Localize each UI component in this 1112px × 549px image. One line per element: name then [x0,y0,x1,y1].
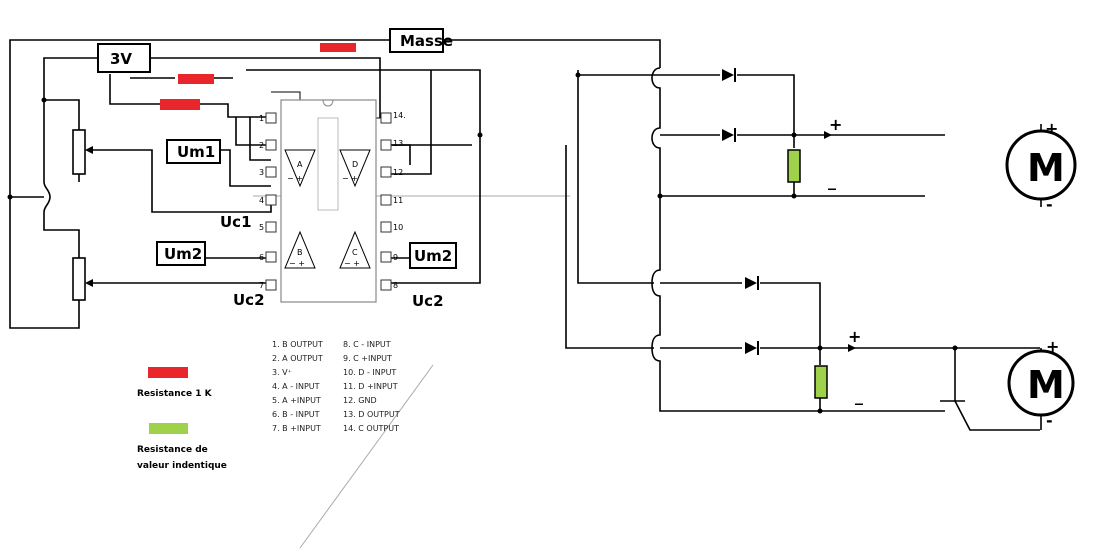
svg-text:+: + [1045,119,1058,138]
svg-text:Um2: Um2 [414,247,452,265]
svg-text:C: C [352,248,358,257]
resistor-1k-top [320,43,356,52]
diode-3 [745,277,757,289]
opamp-c: C − + [339,230,371,269]
legend-swatch-equal [149,423,188,434]
pin-label: 11 [393,196,403,205]
plus-sign: + [829,115,842,134]
pin-label: 4 [259,196,264,205]
potentiometer-1 [72,129,86,175]
svg-text:− +: − + [289,259,305,268]
plus-sign: + [848,327,861,346]
um2-right-box: Um2 [409,242,457,269]
svg-text:Um2: Um2 [164,245,202,263]
minus-sign: _ [855,386,863,405]
resistor-1k-middle [178,74,214,84]
svg-text:M: M [1027,146,1065,190]
ground-box: Masse [389,28,453,53]
svg-text:13. D OUTPUT: 13. D OUTPUT [343,410,400,419]
svg-text:− +: − + [342,174,358,183]
minus-sign: _ [828,171,836,190]
polarity-arrows [824,131,856,352]
svg-text:Resistance de: Resistance de [137,445,208,455]
uc2-left-label: Uc2 [233,291,265,309]
pin-label: 8 [393,281,398,290]
diode-4 [745,342,757,354]
pin-label: 9 [393,253,398,262]
uc1-label: Uc1 [220,213,252,231]
svg-text:12. GND: 12. GND [343,396,377,405]
svg-text:B: B [297,248,303,257]
potentiometer-2-arrow [85,279,93,287]
resistor-equal-top [787,149,801,183]
svg-text:11. D +INPUT: 11. D +INPUT [343,382,398,391]
svg-text:+: + [1046,337,1059,356]
opamp-b: B − + [284,230,316,269]
svg-text:A: A [297,160,303,169]
svg-text:14. C OUTPUT: 14. C OUTPUT [343,424,399,433]
pin-label: 3 [259,168,264,177]
svg-text:D: D [352,160,358,169]
uc2-right-label: Uc2 [412,292,444,310]
pin-label: 13. [393,139,406,148]
pin-label: 6 [259,253,264,262]
diode-2 [722,129,734,141]
svg-text:valeur indentique: valeur indentique [137,461,227,471]
svg-text:Resistance 1 K: Resistance 1 K [137,389,213,399]
opamp-d: D − + [339,149,371,188]
pin-label: 12 [393,168,403,177]
svg-text:Um1: Um1 [177,143,215,161]
um2-left-box: Um2 [156,241,206,266]
svg-text:9. C +INPUT: 9. C +INPUT [343,354,392,363]
legend: Resistance 1 K Resistance de valeur inde… [137,367,227,471]
junctions [477,72,958,414]
resistor-equal-bottom [814,365,828,399]
wiring [9,39,1040,431]
pin-label: 7 [259,281,264,290]
potentiometer-2 [72,257,86,301]
resistors-equal [787,149,828,399]
pin-label: 2 [259,141,264,150]
resistors-1k [160,43,356,110]
svg-text:-: - [1046,411,1053,430]
svg-text:1. B OUTPUT: 1. B OUTPUT [272,340,323,349]
diode-1 [722,69,734,81]
svg-text:10. D - INPUT: 10. D - INPUT [343,368,396,377]
chip-pins-left [265,112,277,291]
svg-text:4. A - INPUT: 4. A - INPUT [272,382,320,391]
svg-text:− +: − + [287,174,303,183]
svg-text:8. C - INPUT: 8. C - INPUT [343,340,391,349]
motor-1: M + - [1005,119,1077,214]
potentiometers [7,97,93,301]
diodes [722,68,759,355]
pin-label: 1 [259,114,264,123]
resistor-1k-lower [160,99,200,110]
supply-box: 3V [97,43,151,73]
svg-text:5. A +INPUT: 5. A +INPUT [272,396,321,405]
pin-label: 14. [393,111,406,120]
pinout-table: 1. B OUTPUT 2. A OUTPUT 3. V⁺ 4. A - INP… [272,340,400,433]
chip-pins-right [380,112,392,291]
svg-text:Masse: Masse [400,32,453,50]
quad-opamp-chip: 1 2 3 4 5 6 7 14. 13. 12 11 10 9 8 A − +… [259,99,406,303]
um1-box: Um1 [166,139,221,164]
svg-text:− +: − + [344,259,360,268]
motor-2: M + - [1007,337,1075,430]
svg-text:3. V⁺: 3. V⁺ [272,368,292,377]
pin-label: 5 [259,223,264,232]
svg-text:6. B - INPUT: 6. B - INPUT [272,410,320,419]
svg-text:7. B +INPUT: 7. B +INPUT [272,424,321,433]
svg-text:-: - [1046,195,1053,214]
svg-text:3V: 3V [110,50,132,68]
legend-swatch-1k [148,367,188,378]
pin-label: 10 [393,223,403,232]
svg-text:M: M [1027,363,1065,407]
potentiometer-1-arrow [85,146,93,154]
opamp-a: A − + [284,149,316,188]
svg-text:2. A OUTPUT: 2. A OUTPUT [272,354,323,363]
